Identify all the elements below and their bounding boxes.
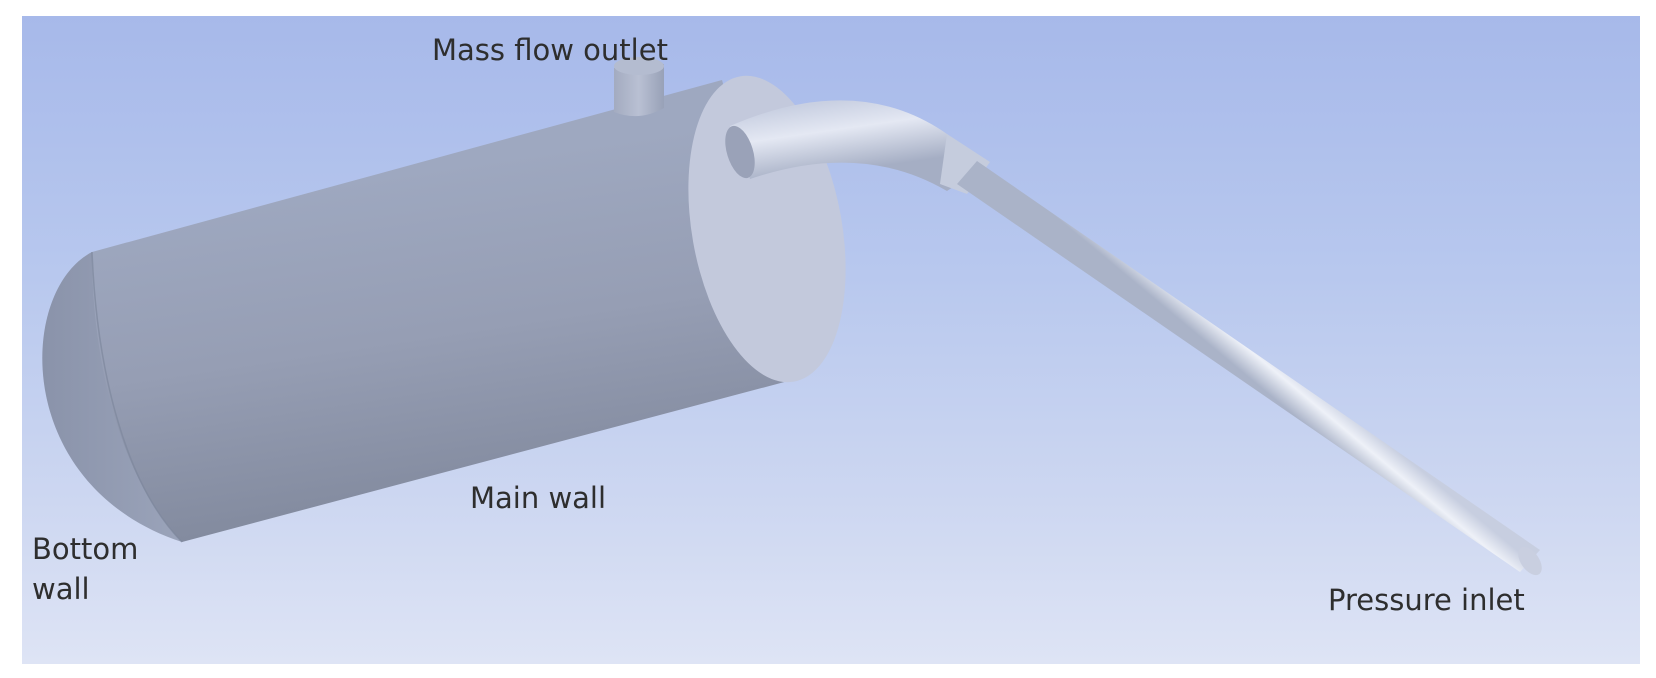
dome-seam-line bbox=[91, 251, 183, 543]
outlet-nozzle-tube bbox=[614, 64, 664, 117]
bottom-wall-label: Bottom wall bbox=[32, 529, 138, 609]
model-viewport: Mass flow outlet Main wall Bottom wall P… bbox=[22, 16, 1640, 664]
outlet-nozzle-top bbox=[614, 57, 664, 75]
main-wall-label: Main wall bbox=[470, 481, 607, 515]
mass-flow-outlet-label: Mass flow outlet bbox=[432, 33, 668, 67]
inlet-pipe-bend bbox=[730, 100, 962, 191]
inlet-pipe-straight bbox=[957, 161, 1540, 572]
bend-pipe-mouth bbox=[725, 125, 755, 179]
bottom-wall-label-line1: Bottom bbox=[32, 532, 139, 566]
tank-geometry bbox=[42, 57, 1542, 576]
main-wall-body bbox=[92, 80, 807, 542]
pressure-inlet-end bbox=[1518, 546, 1542, 576]
bottom-wall-label-line2: wall bbox=[32, 572, 90, 606]
pressure-inlet-label: Pressure inlet bbox=[1328, 583, 1525, 617]
